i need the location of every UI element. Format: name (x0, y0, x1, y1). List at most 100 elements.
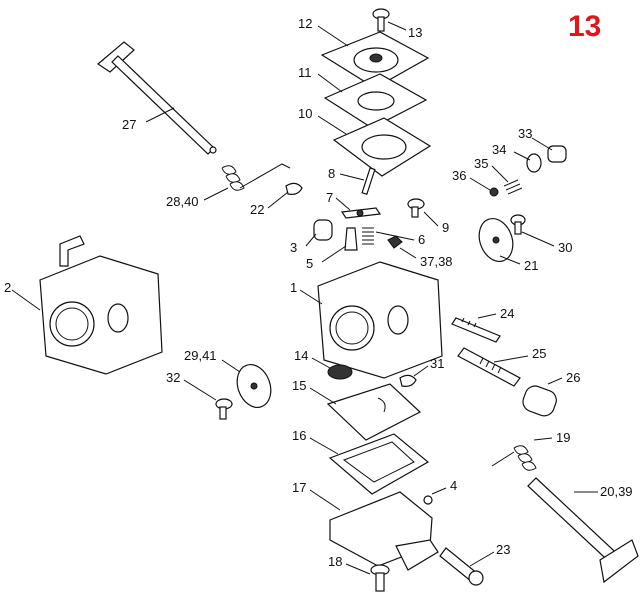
leader-4 (431, 487, 447, 495)
part-carburetor-body-2 (39, 235, 163, 375)
part-choke-shaft-20-39 (527, 477, 639, 584)
callout-28-40: 28,40 (166, 194, 199, 209)
callout-21: 21 (524, 258, 538, 273)
callout-32: 32 (166, 370, 180, 385)
part-cover-17 (329, 491, 439, 571)
callout-24: 24 (500, 306, 514, 321)
callout-3: 3 (290, 240, 297, 255)
callout-26: 26 (566, 370, 580, 385)
part-ball-4 (423, 495, 433, 505)
callout-14: 14 (294, 348, 308, 363)
leader-1 (299, 289, 323, 305)
part-cap-3 (313, 219, 333, 241)
callout-31: 31 (430, 356, 444, 371)
part-spring-19 (491, 445, 537, 471)
leader-19 (533, 437, 553, 441)
part-carburetor-body-1 (317, 261, 443, 379)
callout-labels: 13 12 11 10 27 28,40 22 8 7 9 3 5 6 37,3… (4, 16, 633, 569)
part-clip-22 (285, 182, 303, 195)
leader-36 (469, 177, 491, 191)
leader-26 (547, 377, 563, 385)
leader-9 (423, 211, 439, 227)
part-cap-33 (547, 145, 567, 163)
part-screw-30 (510, 214, 526, 235)
callout-2: 2 (4, 280, 11, 295)
callout-6: 6 (418, 232, 425, 247)
leader-12 (317, 25, 349, 47)
leader-3 (305, 233, 317, 247)
leader-30 (521, 231, 555, 247)
leader-2 (11, 289, 41, 311)
part-pin-8 (361, 167, 376, 196)
callout-11: 11 (298, 65, 312, 80)
callout-23: 23 (496, 542, 510, 557)
callout-4: 4 (450, 478, 457, 493)
leader-17 (309, 489, 341, 511)
callout-13: 13 (408, 25, 422, 40)
leader-10 (317, 115, 347, 135)
part-spring-6 (362, 227, 374, 245)
part-plug-37-38 (387, 235, 403, 249)
leader-5 (321, 245, 347, 263)
part-screw-18 (370, 564, 390, 592)
callout-37-38: 37,38 (420, 254, 453, 269)
leader-21 (499, 255, 521, 265)
part-spring-35 (503, 179, 523, 195)
leader-lines (11, 21, 598, 575)
callout-5: 5 (306, 256, 313, 271)
callout-8: 8 (328, 166, 335, 181)
leader-32 (183, 379, 217, 401)
leader-18 (345, 563, 371, 575)
callout-1: 1 (290, 280, 297, 295)
part-gasket-10 (332, 117, 432, 177)
callout-33: 33 (518, 126, 532, 141)
leader-14 (311, 357, 331, 369)
callout-34: 34 (492, 142, 506, 157)
callout-36: 36 (452, 168, 466, 183)
part-gasket-15 (326, 383, 422, 441)
leader-27 (145, 107, 175, 123)
part-needle-5 (344, 227, 358, 251)
leader-15 (309, 387, 337, 405)
part-needle-24 (451, 317, 501, 343)
part-screw-9 (407, 198, 425, 218)
leader-37-38 (399, 247, 417, 259)
leader-8 (339, 173, 365, 181)
part-screw-32 (215, 398, 233, 420)
leader-29-41 (221, 359, 241, 373)
callout-10: 10 (298, 106, 312, 121)
leader-31 (413, 365, 429, 377)
part-ring-34 (526, 153, 542, 173)
callout-35: 35 (474, 156, 488, 171)
callout-17: 17 (292, 480, 306, 495)
leader-34 (513, 151, 531, 161)
part-ball-36 (489, 187, 499, 197)
part-disc-21 (478, 218, 514, 262)
leader-28-40 (203, 187, 229, 201)
leader-6 (375, 231, 415, 241)
leader-16 (309, 437, 339, 455)
leader-11 (317, 73, 343, 93)
part-screw-13 (372, 8, 390, 32)
page-number: 13 (568, 10, 601, 43)
leader-22 (267, 191, 289, 209)
part-lever-7 (340, 207, 382, 219)
callout-30: 30 (558, 240, 572, 255)
leader-33 (531, 137, 553, 151)
part-diaphragm-16 (328, 433, 430, 495)
leader-35 (491, 165, 509, 183)
part-needle-25 (457, 347, 521, 387)
part-disc-29-41 (236, 364, 272, 408)
callout-16: 16 (292, 428, 306, 443)
leader-25 (493, 355, 529, 363)
callout-22: 22 (250, 202, 264, 217)
part-pump-cover-12 (320, 31, 430, 89)
leader-7 (335, 197, 351, 211)
callout-9: 9 (442, 220, 449, 235)
callout-12: 12 (298, 16, 312, 31)
part-cap-26 (522, 385, 557, 417)
part-throttle-shaft-27 (97, 41, 217, 155)
callout-29-41: 29,41 (184, 348, 217, 363)
leader-23 (469, 551, 495, 567)
callout-25: 25 (532, 346, 546, 361)
